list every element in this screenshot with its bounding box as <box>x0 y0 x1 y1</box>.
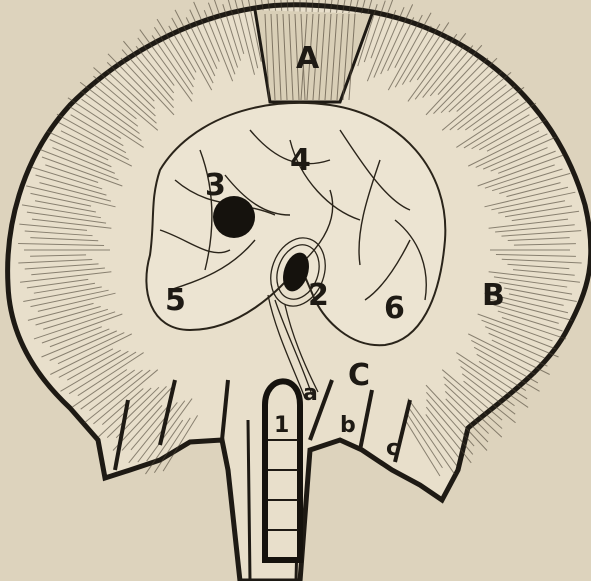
label-c: C <box>348 358 370 393</box>
label-a-small: a <box>303 381 318 406</box>
label-6: 6 <box>384 291 405 326</box>
label-1: 1 <box>274 413 289 438</box>
label-a: A <box>296 41 320 76</box>
label-b-small: b <box>340 413 356 438</box>
label-2: 2 <box>308 278 329 313</box>
label-4: 4 <box>290 143 311 178</box>
label-5: 5 <box>165 283 186 318</box>
label-3: 3 <box>205 168 226 203</box>
label-b: B <box>482 278 505 313</box>
label-c-small: c <box>386 436 399 461</box>
